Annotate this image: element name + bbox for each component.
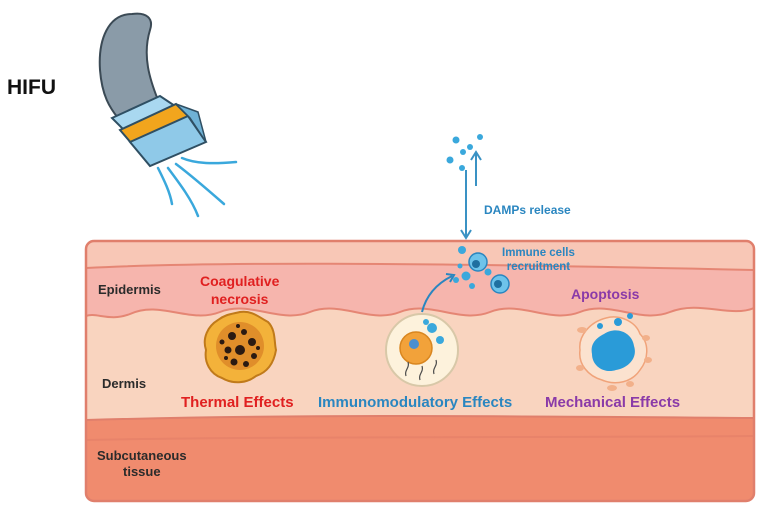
immune-cell-icon (385, 313, 459, 387)
immune-recruitment-label: Immune cells recruitment (502, 247, 575, 273)
recruitment-arrow (421, 275, 453, 313)
apoptotic-cell-icon (576, 313, 652, 391)
damps-particles-icon (446, 134, 483, 171)
dermis-label: Dermis (102, 376, 147, 391)
epidermis-layer (86, 263, 754, 318)
ultrasound-waves-icon (156, 156, 238, 218)
immunomodulatory-effects-label: Immunomodulatory Effects (318, 394, 513, 411)
necrotic-cell-icon (203, 310, 278, 384)
damps-release-label: DAMPs release (484, 203, 571, 217)
damps-arrows (460, 150, 482, 240)
mechanical-effects-label: Mechanical Effects (545, 394, 681, 411)
hifu-transducer-icon (98, 12, 208, 168)
thermal-effects-label: Thermal Effects (181, 394, 294, 411)
subcutaneous-label: Subcutaneous tissue (97, 448, 187, 479)
immune-cells-cluster (453, 246, 510, 294)
hifu-title: HIFU (7, 76, 56, 99)
apoptosis-label: Apoptosis (571, 286, 640, 302)
epidermis-label: Epidermis (98, 282, 161, 297)
coagulative-necrosis-label: Coagulative necrosis (200, 273, 280, 307)
